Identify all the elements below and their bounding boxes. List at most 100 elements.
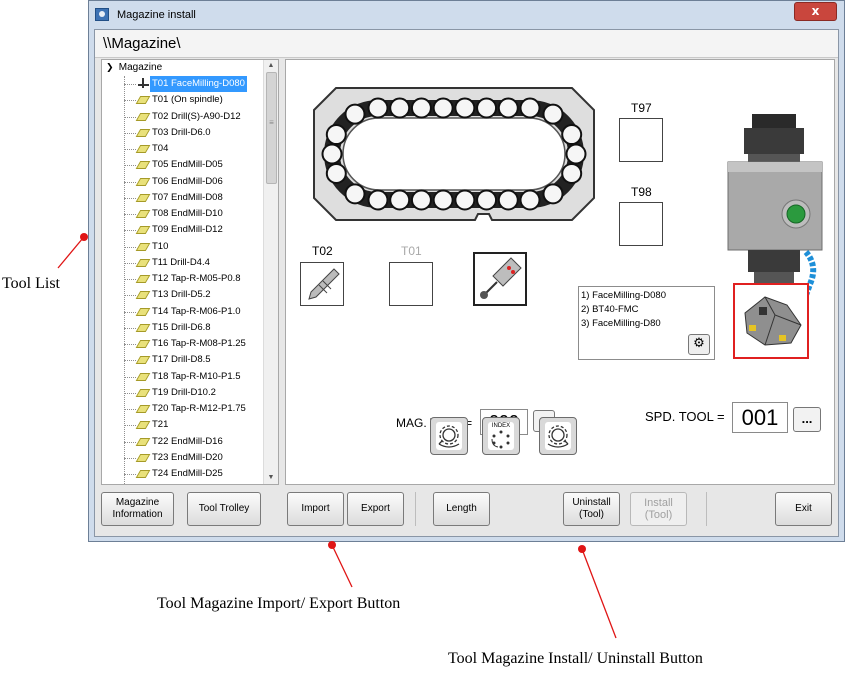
tree-scrollbar[interactable]: ▲ ▼ (263, 60, 278, 484)
magazine-pocket[interactable] (519, 97, 541, 119)
chevron-down-icon[interactable]: ❯ (106, 63, 114, 73)
magazine-pocket[interactable] (542, 103, 564, 125)
tree-item[interactable]: T13 Drill-D5.2 (102, 287, 266, 303)
length-button[interactable]: Length (433, 492, 490, 526)
tree-item[interactable]: T17 Drill-D8.5 (102, 352, 266, 368)
magazine-pocket[interactable] (561, 162, 583, 184)
magazine-pocket[interactable] (497, 189, 519, 211)
tree-item-label: T07 EndMill-D08 (152, 191, 223, 203)
magazine-pocket[interactable] (321, 143, 343, 165)
tree-item[interactable]: T21 (102, 417, 266, 433)
magazine-information-button[interactable]: Magazine Information (101, 492, 174, 526)
slot-t97[interactable] (619, 118, 663, 162)
tree-item-label: T15 Drill-D6.8 (152, 321, 211, 333)
tree-connector (124, 181, 136, 183)
exit-button[interactable]: Exit (775, 492, 832, 526)
magazine-pocket[interactable] (325, 124, 347, 146)
tree-item[interactable]: T03 Drill-D6.0 (102, 125, 266, 141)
magazine-pocket[interactable] (367, 97, 389, 119)
rotate-cw-button[interactable] (539, 417, 577, 455)
tree-item[interactable]: T10 (102, 239, 266, 255)
magazine-pocket[interactable] (561, 124, 583, 146)
tree-item[interactable]: T09 EndMill-D12 (102, 222, 266, 238)
tree-root-magazine[interactable]: ❯ Magazine (106, 61, 162, 75)
tree-item[interactable]: T16 Tap-R-M08-P1.25 (102, 336, 266, 352)
magazine-pocket[interactable] (410, 189, 432, 211)
tree-item[interactable]: T08 EndMill-D10 (102, 206, 266, 222)
close-button[interactable]: x (794, 2, 837, 21)
magazine-pocket[interactable] (344, 183, 366, 205)
export-button[interactable]: Export (347, 492, 404, 526)
magazine-pocket[interactable] (410, 97, 432, 119)
slot-t01[interactable] (389, 262, 433, 306)
tree-item-label: T18 Tap-R-M10-P1.5 (152, 370, 241, 382)
uninstall-tool-button[interactable]: Uninstall (Tool) (563, 492, 620, 526)
scroll-up-arrow-icon[interactable]: ▲ (267, 62, 275, 69)
tree-connector (124, 197, 136, 199)
tree-item[interactable]: T01 FaceMilling-D080 (102, 76, 266, 93)
window-title: Magazine install (117, 9, 196, 21)
tree-item[interactable]: T20 Tap-R-M12-P1.75 (102, 401, 266, 417)
tree-item[interactable]: T01 (On spindle) (102, 92, 266, 108)
tree-item[interactable]: T04 (102, 141, 266, 157)
tree-item[interactable]: T24 EndMill-D25 (102, 466, 266, 482)
tree-item[interactable]: T18 Tap-R-M10-P1.5 (102, 369, 266, 385)
magazine-pocket[interactable] (389, 189, 411, 211)
tool-trolley-button[interactable]: Tool Trolley (187, 492, 261, 526)
tree-item[interactable]: T05 EndMill-D05 (102, 157, 266, 173)
tree-item[interactable]: T12 Tap-R-M05-P0.8 (102, 271, 266, 287)
tree-item[interactable]: T07 EndMill-D08 (102, 190, 266, 206)
spd-tool-field[interactable]: 001 (732, 402, 788, 433)
tree-connector (124, 214, 136, 215)
tree-item[interactable]: T19 Drill-D10.2 (102, 385, 266, 401)
tree-item[interactable]: T14 Tap-R-M06-P1.0 (102, 304, 266, 320)
magazine-chain-diagram[interactable] (306, 82, 602, 226)
magazine-pocket[interactable] (432, 97, 454, 119)
magazine-pocket[interactable] (476, 97, 498, 119)
tree-item-label: T03 Drill-D6.0 (152, 126, 211, 138)
app-icon (95, 8, 109, 21)
scroll-thumb[interactable] (266, 72, 277, 184)
slot-t98[interactable] (619, 202, 663, 246)
tool-info-line-2: 2) BT40-FMC (581, 304, 639, 315)
scroll-down-arrow-icon[interactable]: ▼ (267, 474, 275, 481)
tree-item-label: T22 EndMill-D16 (152, 435, 223, 447)
magazine-pocket[interactable] (476, 189, 498, 211)
tree-item[interactable]: T23 EndMill-D20 (102, 450, 266, 466)
tree-item[interactable]: T06 EndMill-D06 (102, 174, 266, 190)
import-button[interactable]: Import (287, 492, 344, 526)
tree-item-label: T12 Tap-R-M05-P0.8 (152, 273, 241, 284)
rotate-cw-gear-icon (547, 425, 569, 448)
rotate-ccw-button[interactable] (430, 417, 468, 455)
tree-item[interactable]: T22 EndMill-D16 (102, 434, 266, 450)
tree-item[interactable]: T11 Drill-D4.4 (102, 255, 266, 271)
magazine-pocket[interactable] (497, 97, 519, 119)
magazine-pocket[interactable] (542, 183, 564, 205)
tree-item-label: T17 Drill-D8.5 (152, 354, 211, 366)
tree-item-label: T01 FaceMilling-D080 (150, 76, 247, 93)
magazine-install-window: Magazine install x \\Magazine\ ❯ Magazin… (88, 0, 845, 542)
tree-item[interactable]: T02 Drill(S)-A90-D12 (102, 109, 266, 125)
magazine-pocket[interactable] (454, 189, 476, 211)
magazine-pocket[interactable] (344, 103, 366, 125)
magazine-pocket[interactable] (432, 189, 454, 211)
tool-settings-gear-icon[interactable]: ⚙ (688, 334, 710, 355)
magazine-pocket[interactable] (454, 97, 476, 119)
magazine-pocket[interactable] (519, 189, 541, 211)
magazine-pocket[interactable] (367, 189, 389, 211)
slot-t02[interactable] (300, 262, 344, 306)
magazine-pocket[interactable] (565, 143, 587, 165)
annotation-dot-install-uninstall (578, 545, 586, 553)
install-tool-button[interactable]: Install (Tool) (630, 492, 687, 526)
spd-tool-browse-button[interactable]: ... (793, 407, 821, 432)
magazine-pocket[interactable] (389, 97, 411, 119)
tool-holder-icon (138, 78, 149, 89)
title-bar[interactable]: Magazine install x (89, 1, 844, 29)
tree-item-label: T11 Drill-D4.4 (152, 256, 210, 268)
index-button[interactable]: INDEX (482, 417, 520, 455)
probe-tool-box[interactable] (473, 252, 527, 306)
tree-item[interactable]: T15 Drill-D6.8 (102, 320, 266, 336)
magazine-pocket[interactable] (325, 162, 347, 184)
